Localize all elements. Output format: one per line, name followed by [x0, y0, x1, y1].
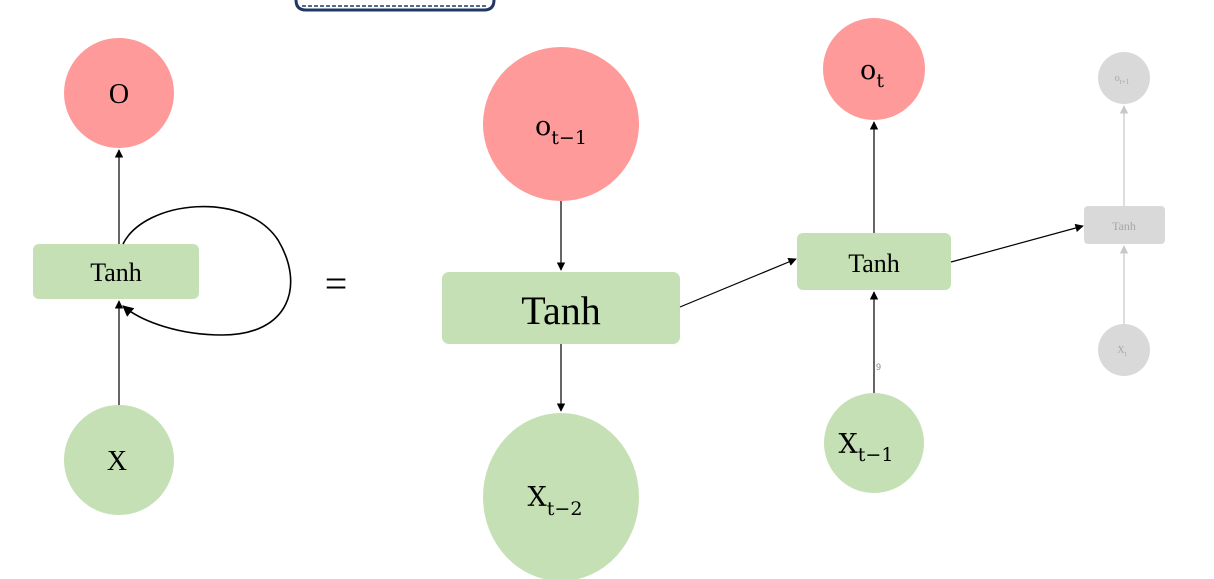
- output-label-o-t-minus-1: ot−1: [535, 111, 587, 149]
- tanh-cell-faded: [1084, 206, 1165, 244]
- output-node-o-t: [823, 18, 925, 120]
- folded-tanh-label: Tanh: [90, 258, 142, 287]
- folded-tanh-cell: [33, 244, 199, 299]
- step-t-minus-1: ot Tanh Xt−1 9: [797, 18, 951, 493]
- output-label-o-t-plus-1: ot+1: [1115, 73, 1130, 86]
- folded-output-label: O: [109, 79, 129, 110]
- tanh-cell-large-label: Tanh: [521, 288, 600, 333]
- input-label-x-t-minus-1: Xt−1: [839, 429, 894, 466]
- input-label-x-t: Xt: [1117, 345, 1126, 358]
- step-t-faded: ot+1 Tanh Xt: [1084, 52, 1165, 376]
- stray-mark: 9: [876, 362, 881, 372]
- output-label-o-t: ot: [860, 55, 884, 92]
- output-node-o-t-plus-1: [1098, 52, 1150, 104]
- folded-output-node: [64, 38, 174, 148]
- equals-sign: =: [325, 261, 348, 306]
- input-node-x-t: [1098, 324, 1150, 376]
- input-node-x-t-minus-1: [824, 393, 924, 493]
- folded-recurrent-loop-arrow: [122, 205, 292, 336]
- tanh-cell-medium-label: Tanh: [848, 249, 900, 278]
- arrow-hidden-state-2: [950, 223, 1084, 263]
- tanh-cell-medium: [797, 233, 951, 290]
- input-label-x-t-minus-2: Xt−2: [528, 482, 583, 520]
- tanh-cell-faded-label: Tanh: [1112, 219, 1136, 233]
- top-bracket-decoration: [294, 0, 496, 12]
- step-t-minus-2: ot−1 Tanh Xt−2: [442, 47, 680, 579]
- tanh-cell-large: [442, 272, 680, 344]
- folded-rnn: O Tanh X: [33, 38, 292, 515]
- arrow-hidden-state-1: [679, 258, 797, 308]
- input-node-x-t-minus-2: [483, 413, 639, 579]
- output-node-o-t-minus-1: [483, 47, 639, 201]
- folded-input-node: [64, 405, 174, 515]
- folded-input-label: X: [107, 446, 127, 477]
